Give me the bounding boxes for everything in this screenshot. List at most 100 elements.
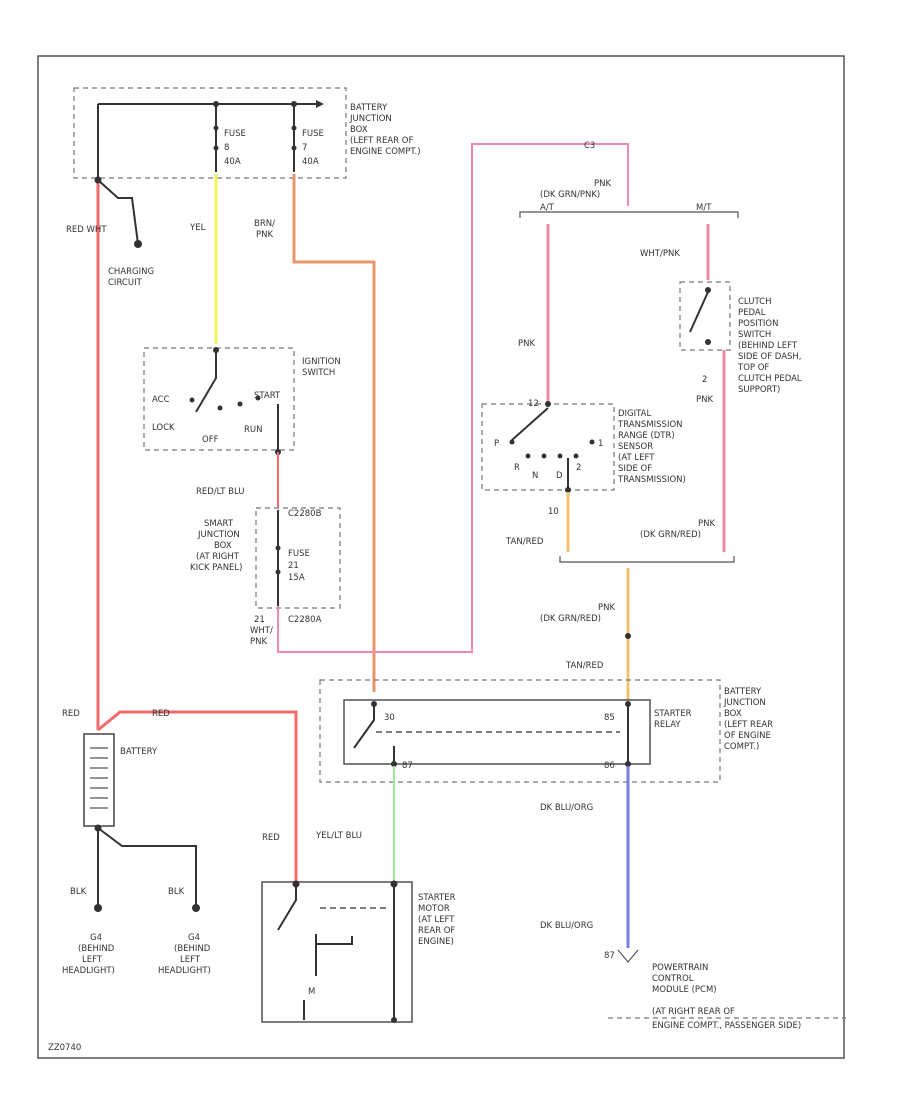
red-lt-blu-label: RED/LT BLU: [196, 487, 245, 497]
starter-l3: (AT LEFT: [418, 915, 455, 925]
pcm-l1: POWERTRAIN: [652, 963, 708, 973]
battery-jb-top-label: BATTERY JUNCTION BOX (LEFT REAR OF ENGIN…: [349, 103, 421, 157]
bjb-top-4: (LEFT REAR OF: [350, 136, 413, 146]
dtr-sensor-box: [481, 403, 615, 491]
wht-pnk-left-l1: 21: [254, 615, 265, 625]
g4-2-l3: LEFT: [180, 955, 201, 965]
dtr-pin-n: N: [532, 471, 538, 481]
pnk-dkgrn-l2: (DK GRN/PNK): [540, 190, 600, 200]
pnk-dkgrnred-l1: PNK: [698, 519, 715, 529]
starter-relay-l1: STARTER: [654, 709, 692, 719]
wire-charging: [97, 179, 139, 245]
fuse-7-l2: 7: [302, 143, 307, 153]
dtr-l4: SENSOR: [618, 442, 653, 452]
fuse-8-term-b: [213, 145, 219, 151]
relay-pin-86: 86: [604, 761, 615, 771]
g4-1-l4: HEADLIGHT): [62, 966, 115, 976]
pin-12-label: 12: [528, 399, 539, 409]
clutch-bottom-node: [705, 339, 711, 345]
sjb-fuse-b: [275, 569, 281, 575]
wire-brn-pnk: [292, 174, 376, 692]
starter-motor-lead: [315, 934, 353, 945]
pcm-l4: (AT RIGHT REAR OF: [652, 1007, 735, 1017]
dtr-pin-r: R: [514, 463, 520, 473]
dtr-l6: SIDE OF: [618, 464, 652, 474]
bjb-bottom-4: (LEFT REAR: [724, 720, 773, 730]
g4-2-l4: HEADLIGHT): [158, 966, 211, 976]
bjb-top-3: BOX: [350, 125, 368, 135]
dtr-input-node: [545, 401, 551, 407]
ground-node-2: [192, 904, 200, 912]
sjb-fuse-a: [275, 545, 281, 551]
dtr-l1: DIGITAL: [618, 409, 651, 419]
starter-l2: MOTOR: [418, 904, 450, 914]
tan-red-2-label: TAN/RED: [565, 661, 604, 671]
dtr-1: [589, 439, 595, 445]
pnk-dkgrnred-l2: (DK GRN/RED): [640, 530, 701, 540]
fuse-8-l1: FUSE: [224, 129, 246, 139]
c2280b-label: C2280B: [288, 509, 322, 519]
clutch-l6: SIDE OF DASH,: [738, 352, 802, 362]
battery-junction-box-bottom: [319, 679, 721, 783]
sjb-l5: KICK PANEL): [190, 563, 242, 573]
mt-label: M/T: [696, 203, 712, 213]
c2280a-label: C2280A: [288, 615, 322, 625]
sjb-l4: (AT RIGHT: [196, 552, 240, 562]
at-mt-bracket-bottom: [559, 556, 735, 563]
starter-l5: ENGINE): [418, 937, 454, 947]
dtr-l2: TRANSMISSION: [617, 420, 683, 430]
clutch-l9: SUPPORT): [738, 385, 780, 395]
starter-ground-node: [391, 1017, 397, 1023]
fuse-7-term-b: [291, 145, 297, 151]
wht-pnk-left-l3: PNK: [250, 637, 267, 647]
dk-blu-org-1-label: DK BLU/ORG: [540, 803, 593, 813]
wire-wht-pnk-to-clutch: [277, 143, 629, 653]
ign-acc-pos: [189, 397, 195, 403]
sjb-fuse-l2: 21: [288, 561, 299, 571]
starter-m-label: M: [308, 987, 315, 997]
bjb-bottom-2: JUNCTION: [723, 698, 766, 708]
ground-wire-2: [97, 827, 197, 908]
battery-cells: [90, 747, 108, 809]
clutch-l4: SWITCH: [738, 330, 771, 340]
off-label: OFF: [202, 435, 219, 445]
pcm-connector: [617, 949, 639, 963]
ign-start-pos: [255, 395, 261, 401]
charging-node: [134, 240, 142, 248]
clutch-l2: PEDAL: [738, 308, 766, 318]
pcm-l2: CONTROL: [652, 974, 694, 984]
lock-label: LOCK: [152, 423, 175, 433]
clutch-l7: TOP OF: [737, 363, 769, 373]
fuse-8-term-a: [213, 125, 219, 131]
dtr-pin-p: P: [494, 439, 499, 449]
relay-85-node: [625, 701, 631, 707]
sjb-fuse-l3: 15A: [288, 573, 305, 583]
dk-blu-org-2-label: DK BLU/ORG: [540, 921, 593, 931]
dtr-r: [525, 453, 531, 459]
bjb-bottom-1: BATTERY: [724, 687, 762, 697]
ign-run-pos: [237, 401, 243, 407]
bjb-bottom-5: OF ENGINE: [724, 731, 771, 741]
fuse-8-l2: 8: [224, 143, 229, 153]
pnk-dkgrnred-2-l1: PNK: [598, 603, 615, 613]
battery-label: BATTERY: [120, 747, 158, 757]
pnk-left-label: PNK: [518, 339, 535, 349]
clutch-switch-box: [679, 281, 731, 351]
dtr-pin-2: 2: [576, 463, 581, 473]
clutch-l5: (BEHIND LEFT: [738, 341, 798, 351]
sjb-l2: JUNCTION: [197, 530, 240, 540]
sjb-l3: BOX: [214, 541, 232, 551]
blk-label-1: BLK: [70, 887, 87, 897]
starter-contact: [277, 886, 297, 931]
starter-relay-box: [343, 699, 651, 765]
relay-30-node: [371, 701, 377, 707]
ign-wiper-stem: [195, 350, 217, 413]
yel-lt-blu-label: YEL/LT BLU: [315, 831, 362, 841]
wire-red-battery-pos: [97, 710, 298, 882]
sjb-l1: SMART: [204, 519, 234, 529]
fuse-8-l3: 40A: [224, 157, 241, 167]
starter-sol-node: [390, 880, 398, 888]
battery-body: [83, 733, 115, 827]
charging-l2: CIRCUIT: [108, 278, 143, 288]
